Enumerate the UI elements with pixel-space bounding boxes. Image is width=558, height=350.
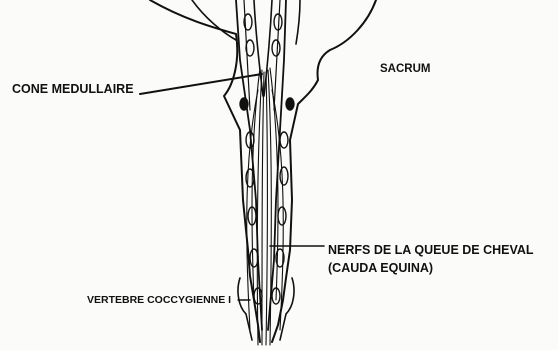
spinal-cord-right [264,0,272,96]
sacrum-wing-right [296,0,300,44]
label-cauda-equina-line2: (CAUDA EQUINA) [328,261,534,275]
label-cauda-equina-line1: NERFS DE LA QUEUE DE CHEVAL [328,243,534,257]
sacrum-wing-left [192,0,236,40]
label-vertebre-coccygienne: VERTEBRE COCCYGIENNE I [87,294,231,306]
sacrum-outline [150,0,260,342]
label-sacrum: SACRUM [380,63,430,76]
label-cauda-equina: NERFS DE LA QUEUE DE CHEVAL (CAUDA EQUIN… [328,243,534,276]
label-cone-medullaire: CONE MEDULLAIRE [12,82,134,96]
